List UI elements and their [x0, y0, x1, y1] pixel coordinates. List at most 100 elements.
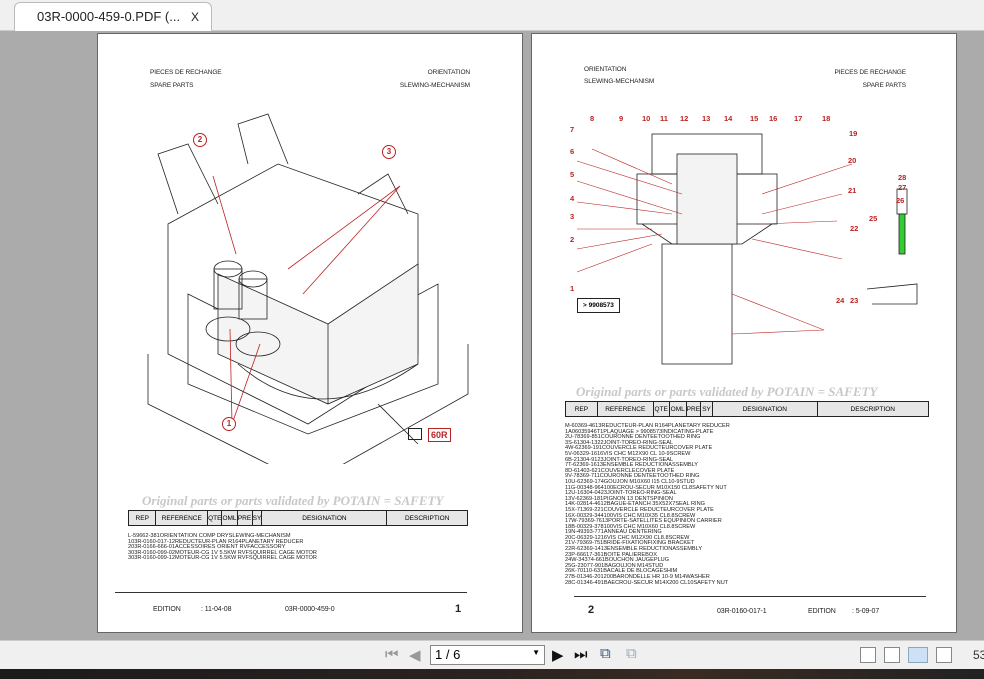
cell-designation: COUVERCLE REDUCTEUR — [601, 445, 674, 452]
callout-18: 18 — [822, 114, 831, 123]
close-tab-icon[interactable]: X — [190, 10, 199, 24]
footer-rule — [574, 596, 926, 597]
cell-designation: MOTEUR-CG 1V 5.5KW RVF — [175, 555, 249, 562]
cell-qte: 1 — [601, 518, 606, 525]
previous-page-icon[interactable]: ◀ — [409, 647, 421, 664]
cell-qte: 1 — [600, 495, 604, 502]
table-row: 22R-62369-1413ENSEMBLE REDUCTIONASSEMBLY — [565, 546, 730, 553]
column-header-description: DESCRIPTION — [816, 401, 930, 417]
cell-qte: 2 — [597, 439, 601, 446]
pdf-page-1: PIECES DE RECHANGE SPARE PARTS ORIENTATI… — [97, 33, 523, 633]
cell-reference: B-00329-37 — [571, 523, 601, 530]
previous-view-icon[interactable]: ⧉ — [600, 645, 611, 662]
cell-qte: 2 — [171, 549, 175, 556]
cell-rep: 26 — [565, 568, 572, 575]
cell-reference: R-62369-14 — [571, 546, 601, 553]
cell-reference: X-00329-34 — [571, 512, 601, 519]
page-selector[interactable]: 1 / 6 ▼ — [430, 645, 545, 665]
cell-rep: 18 — [565, 523, 572, 530]
cell-description: SCREW — [674, 523, 696, 530]
first-page-icon[interactable]: ⏮ — [385, 646, 399, 663]
callout-16: 16 — [769, 114, 778, 123]
table-row: 28C-01346-491BAECROU-SECUR M14X200 CL10S… — [565, 579, 730, 587]
cell-qte: 1 — [600, 574, 604, 581]
continuous-facing-view-icon[interactable] — [936, 647, 952, 663]
cell-reference: B-21304-91 — [568, 456, 598, 463]
cell-reference: T-62369-16 — [568, 462, 597, 469]
callout-2: 2 — [193, 133, 207, 147]
table-row: 16X-00329-344100VIS CHC M10X35 CL8.8SCRE… — [565, 512, 730, 520]
cell-rep: 1 — [565, 428, 569, 435]
table-row: 5V-06329-1616VIS CHC M12X90 CL 10-9SCREW — [565, 451, 730, 458]
header-right-en: SPARE PARTS — [862, 82, 906, 89]
single-page-view-icon[interactable] — [860, 647, 876, 663]
cell-rep: 11 — [565, 484, 571, 491]
table-row: 20C-06329-1216VIS CHC M12X90 CL8.8SCREW — [565, 535, 730, 542]
table-row: 1A06035946T1PLAQUAGE > 9908573INDICATING… — [565, 428, 730, 436]
edition-date: : 11-04-08 — [201, 606, 232, 613]
cell-qte: 1 — [601, 557, 606, 564]
edition-label: EDITION — [808, 608, 836, 615]
cell-rep: 28 — [565, 579, 572, 586]
cell-qte: 2 — [597, 456, 601, 463]
cell-designation: JOINT-TORE — [603, 456, 637, 463]
cell-designation: ENSEMBLE REDUCTION — [607, 546, 673, 553]
cell-rep: 10 — [565, 478, 572, 485]
cell-rep: 19 — [565, 529, 572, 536]
cell-description: O-RING-SEAL — [636, 456, 674, 463]
cell-qte: 4 — [600, 484, 604, 491]
cell-reference: W-79369-76 — [571, 518, 602, 525]
cell-sy: BA — [603, 568, 611, 575]
cell-reference: K-70110-63 — [571, 568, 601, 575]
column-header-qte: QTE — [207, 510, 223, 526]
zoom-level[interactable]: 53 — [973, 648, 984, 662]
cell-pre: 3 — [603, 546, 608, 553]
callout-14: 14 — [724, 114, 733, 123]
cell-description: O-RING-SEAL — [640, 490, 677, 497]
tab-title: 03R-0000-459-0.PDF (... — [37, 9, 181, 24]
cell-qte: 1 — [600, 506, 604, 513]
callout-2: 2 — [570, 235, 575, 244]
cell-reference: D-61403-62 — [568, 467, 598, 474]
cell-rep: 13 — [565, 495, 572, 502]
cell-qte: 1 — [596, 473, 600, 480]
document-tab[interactable]: 03R-0000-459-0.PDF (... X — [14, 2, 212, 31]
cell-description: PINION — [653, 495, 673, 502]
cell-qte: 1 — [600, 501, 604, 508]
cell-rep: 15 — [565, 506, 572, 513]
cell-qte: 2 — [600, 490, 604, 497]
cell-description: SQUIRREL CAGE MOTOR — [248, 555, 317, 562]
cell-sy: BA — [612, 574, 621, 581]
column-header-reference: REFERENCE — [596, 401, 654, 417]
cell-pre: 2 — [603, 501, 607, 508]
callout-26: 26 — [896, 196, 905, 205]
cell-qte: 1 — [600, 568, 604, 575]
cell-oml: 100 — [603, 523, 613, 530]
cell-designation: BOUCHON JAUGE — [605, 557, 654, 564]
cell-designation: BAGUE-ETANCH 35X52X7 — [606, 501, 676, 508]
cell-rep: 22 — [565, 546, 572, 553]
table-row: L-59662-381ORIENTATION COMP DRYSLEWING-M… — [128, 533, 317, 540]
header-left-en: SLEWING-MECHANISM — [584, 78, 655, 85]
cell-rep: 21 — [565, 540, 572, 547]
cell-designation: JOINT-TORE — [607, 490, 641, 497]
cell-reference: 03R-0166-666-0 — [131, 544, 172, 551]
continuous-view-icon[interactable] — [884, 647, 900, 663]
facing-view-icon[interactable] — [908, 647, 928, 663]
page-selector-value: 1 / 6 — [435, 647, 461, 662]
edition-date: : 5-09-07 — [852, 608, 880, 615]
cell-qte: 1 — [597, 434, 601, 441]
next-view-icon[interactable]: ⧉ — [626, 645, 637, 662]
column-header-oml: OML — [221, 510, 238, 526]
last-page-icon[interactable]: ⏭ — [574, 646, 588, 663]
cell-description: RING — [647, 529, 662, 536]
next-page-icon[interactable]: ▶ — [552, 647, 564, 664]
cell-reference: V-62369-18 — [571, 495, 601, 502]
cell-reference: U-62369-17 — [571, 478, 601, 485]
callout-28: 28 — [898, 173, 907, 182]
callout-12: 12 — [680, 114, 689, 123]
cell-qte: 1 — [156, 533, 160, 539]
cell-designation: VIS CHC M10X60 CL8.8 — [612, 523, 675, 530]
chevron-down-icon[interactable]: ▼ — [532, 648, 540, 657]
